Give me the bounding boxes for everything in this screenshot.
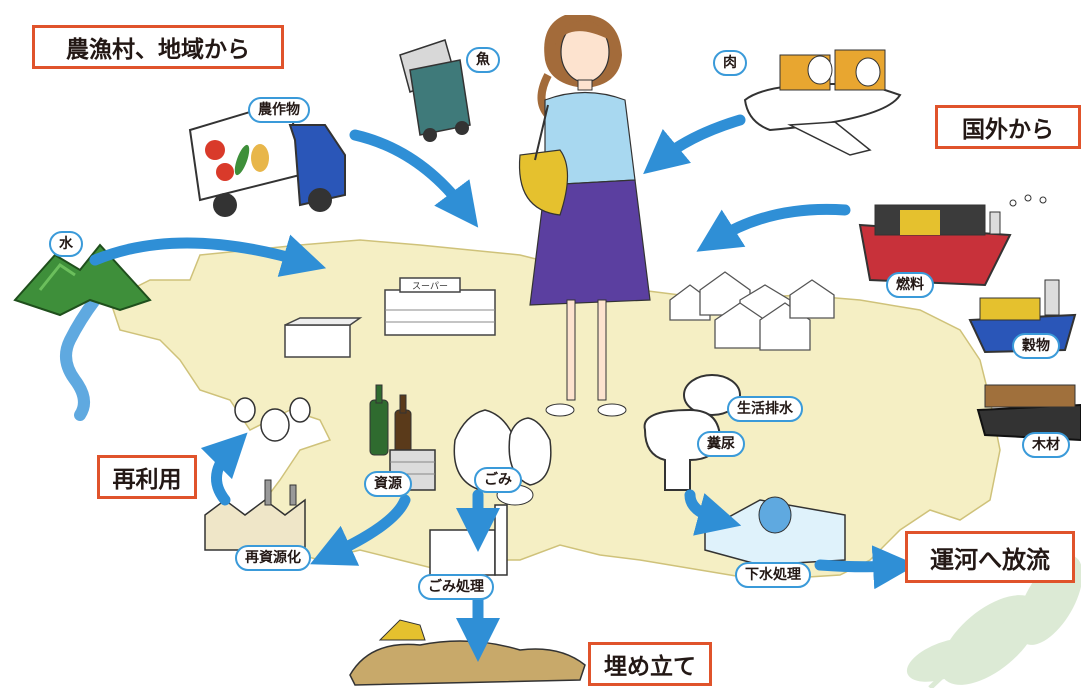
pill-recycling: 再資源化 — [235, 545, 311, 571]
garbage-bags — [453, 409, 552, 491]
pill-garbage: ごみ — [474, 467, 522, 493]
label-reuse: 再利用 — [97, 455, 197, 499]
pill-sewage-treatment: 下水処理 — [735, 562, 811, 588]
arrow-plane-to-woman — [643, 114, 746, 175]
arrow-toilet-to-sewage — [684, 489, 742, 536]
arrow-water-to-land — [89, 234, 327, 277]
pill-timber: 木材 — [1022, 432, 1070, 458]
newspaper-bundle — [389, 449, 436, 491]
label-canal: 運河へ放流 — [905, 531, 1075, 583]
arrow-resources-to-recycling — [310, 494, 411, 566]
town-houses — [669, 271, 835, 351]
landfill-site — [349, 619, 586, 686]
pill-domestic-wastewater: 生活排水 — [727, 396, 803, 422]
pill-water: 水 — [49, 231, 83, 257]
toilet — [643, 374, 741, 491]
label-overseas: 国外から — [935, 105, 1081, 149]
fuel-ship — [858, 194, 1047, 287]
woman-figure — [518, 15, 651, 417]
pill-grain: 穀物 — [1012, 333, 1060, 359]
pill-excrement: 糞尿 — [697, 431, 745, 457]
pill-meat: 肉 — [713, 50, 747, 76]
fish-truck — [399, 39, 471, 142]
arrow-sewage-to-canal — [814, 545, 917, 590]
arrow-crops-to-town — [349, 129, 479, 228]
pill-garbage-processing: ごみ処理 — [418, 574, 494, 600]
river — [60, 294, 101, 421]
flow-arrows — [89, 114, 917, 662]
supermarket-building — [384, 277, 496, 336]
arrow-ship-to-town — [696, 203, 851, 252]
pill-fuel: 燃料 — [886, 272, 934, 298]
bottles — [369, 384, 412, 456]
airplane — [743, 49, 902, 156]
pill-fish: 魚 — [466, 47, 500, 73]
label-rural-source: 農漁村、地域から — [32, 25, 284, 69]
crops-truck — [188, 98, 346, 217]
pill-resources: 資源 — [364, 471, 412, 497]
pill-crops: 農作物 — [248, 97, 310, 123]
mountain — [13, 243, 152, 317]
supermarket-sign: スーパー — [412, 281, 448, 292]
warehouse-building — [284, 317, 363, 358]
label-landfill: 埋め立て — [588, 642, 712, 686]
arrow-recycle-up — [200, 432, 248, 506]
timber-ship — [976, 384, 1081, 442]
toilet-paper — [234, 397, 311, 442]
